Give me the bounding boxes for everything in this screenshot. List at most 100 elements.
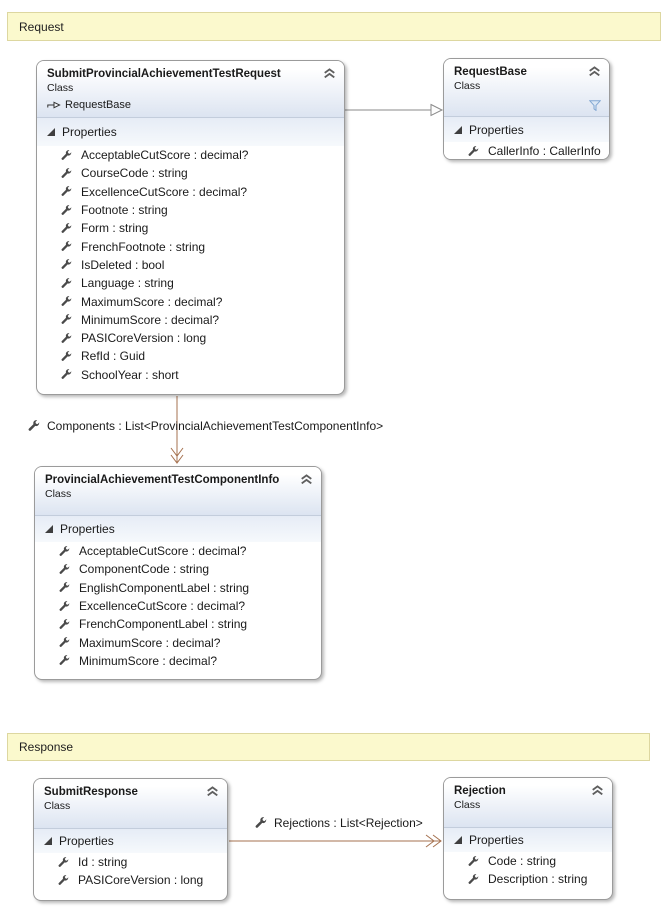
class-title: SubmitProvincialAchievementTestRequest [47,68,281,80]
property-label: ComponentCode : string [79,562,210,577]
property-row[interactable]: SchoolYear : short [37,366,344,384]
property-row[interactable]: AcceptableCutScore : decimal? [37,146,344,164]
property-label: Id : string [78,855,128,870]
property-row[interactable]: PASICoreVersion : long [34,871,227,889]
class-header: RequestBase Class [444,59,609,117]
group-banner-request[interactable]: Request [7,12,661,41]
filter-icon[interactable] [588,99,601,111]
property-list: Id : string PASICoreVersion : long [34,853,227,890]
properties-section-header[interactable]: Properties [35,516,321,542]
properties-section-header[interactable]: Properties [34,829,227,853]
property-row[interactable]: ExcellenceCutScore : decimal? [35,597,321,615]
property-label: CourseCode : string [81,166,188,181]
property-row[interactable]: EnglishComponentLabel : string [35,579,321,597]
property-label: CallerInfo : CallerInfo [488,144,601,159]
section-label: Properties [59,834,114,848]
collapse-chevron-icon[interactable] [322,68,336,79]
class-box-request-base[interactable]: RequestBase Class Properties CallerInfo … [443,58,610,160]
group-banner-response[interactable]: Response [7,733,650,761]
property-label: ExcellenceCutScore : decimal? [79,599,246,614]
association-connector-rejections[interactable] [229,834,442,848]
property-row[interactable]: FrenchFootnote : string [37,237,344,255]
class-box-rejection[interactable]: Rejection Class Properties Code : string… [443,777,613,900]
wrench-icon [61,351,72,362]
property-label: Description : string [488,872,588,887]
property-row[interactable]: Description : string [444,870,612,888]
expander-icon [44,837,52,845]
property-label: SchoolYear : short [81,367,179,382]
wrench-icon [61,296,72,307]
property-row[interactable]: Language : string [37,274,344,292]
wrench-icon [61,259,72,270]
property-row[interactable]: MaximumScore : decimal? [37,292,344,310]
property-row[interactable]: RefId : Guid [37,347,344,365]
association-label-components[interactable]: Components : List<ProvincialAchievementT… [28,419,383,433]
property-label: MinimumScore : decimal? [81,312,220,327]
property-label: PASICoreVersion : long [81,331,207,346]
wrench-icon [58,875,69,886]
collapse-chevron-icon[interactable] [590,785,604,796]
wrench-icon [61,150,72,161]
wrench-icon [28,420,40,432]
base-type-label: RequestBase [65,99,132,111]
property-label: MaximumScore : decimal? [79,635,221,650]
class-stereotype: Class [44,800,71,812]
class-box-provincial-achievement-test-component-info[interactable]: ProvincialAchievementTestComponentInfo C… [34,466,322,680]
property-row[interactable]: FrenchComponentLabel : string [35,615,321,633]
property-label: Form : string [81,221,149,236]
property-row[interactable]: Form : string [37,219,344,237]
property-row[interactable]: ComponentCode : string [35,560,321,578]
wrench-icon [59,546,70,557]
class-stereotype: Class [45,488,72,500]
property-row[interactable]: PASICoreVersion : long [37,329,344,347]
properties-section-header[interactable]: Properties [444,117,609,142]
property-row[interactable]: CallerInfo : CallerInfo [444,142,609,159]
property-row[interactable]: CourseCode : string [37,164,344,182]
property-row[interactable]: MinimumScore : decimal? [35,652,321,670]
property-label: AcceptableCutScore : decimal? [81,148,249,163]
collapse-chevron-icon[interactable] [205,786,219,797]
wrench-icon [61,168,72,179]
property-label: EnglishComponentLabel : string [79,580,250,595]
wrench-icon [61,205,72,216]
property-row[interactable]: IsDeleted : bool [37,256,344,274]
class-title: Rejection [454,785,506,797]
property-row[interactable]: MinimumScore : decimal? [37,311,344,329]
property-row[interactable]: Footnote : string [37,201,344,219]
wrench-icon [61,223,72,234]
property-row[interactable]: ExcellenceCutScore : decimal? [37,183,344,201]
property-label: FrenchComponentLabel : string [79,617,248,632]
property-row[interactable]: MaximumScore : decimal? [35,633,321,651]
property-label: RefId : Guid [81,349,146,364]
wrench-icon [468,146,479,157]
property-row[interactable]: Code : string [444,852,612,870]
collapse-chevron-icon[interactable] [299,474,313,485]
property-list: Code : string Description : string [444,852,612,889]
collapse-chevron-icon[interactable] [587,66,601,77]
property-label: MinimumScore : decimal? [79,653,218,668]
wrench-icon [59,619,70,630]
property-label: Footnote : string [81,203,168,218]
wrench-icon [255,817,267,829]
association-connector-components[interactable] [170,396,184,464]
wrench-icon [61,369,72,380]
properties-section-header[interactable]: Properties [37,118,344,146]
wrench-icon [61,278,72,289]
property-list: AcceptableCutScore : decimal? ComponentC… [35,542,321,671]
wrench-icon [58,857,69,868]
expander-icon [47,128,55,136]
expander-icon [454,836,462,844]
property-row[interactable]: Id : string [34,853,227,871]
inheritance-connector-submitrequest-to-requestbase[interactable] [345,103,444,117]
class-box-submit-provincial-achievement-test-request[interactable]: SubmitProvincialAchievementTestRequest C… [36,60,345,395]
property-list: CallerInfo : CallerInfo [444,142,609,159]
property-row[interactable]: AcceptableCutScore : decimal? [35,542,321,560]
properties-section-header[interactable]: Properties [444,828,612,852]
association-label-rejections[interactable]: Rejections : List<Rejection> [255,816,423,830]
class-box-submit-response[interactable]: SubmitResponse Class Properties Id : str… [33,778,228,901]
property-list: AcceptableCutScore : decimal? CourseCode… [37,146,344,384]
section-label: Properties [469,833,524,847]
section-label: Properties [62,125,117,139]
section-label: Properties [60,522,115,536]
class-stereotype: Class [47,82,74,94]
